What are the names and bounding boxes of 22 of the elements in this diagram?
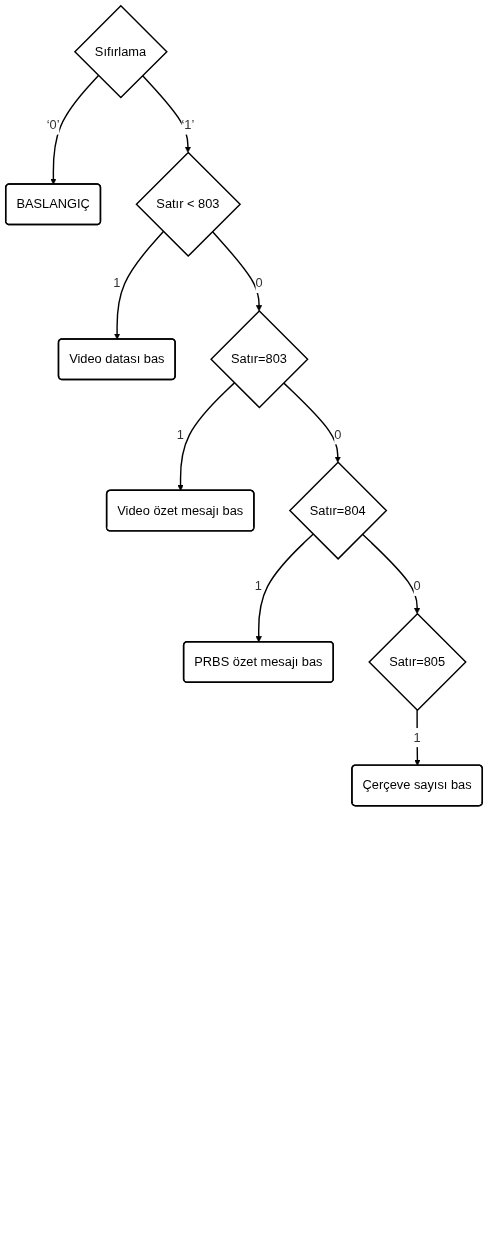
arrow <box>361 533 421 614</box>
edge-label: 1 <box>413 730 421 745</box>
node-diamond: Satır < 803 <box>135 151 242 258</box>
arrow <box>255 533 314 643</box>
arrow <box>114 230 165 340</box>
edge-label: 1 <box>113 276 121 291</box>
node-diamond: Satır=805 <box>368 612 467 712</box>
arrow <box>50 74 100 185</box>
edge-label: 0 <box>334 427 342 442</box>
arrow <box>177 382 236 491</box>
node-diamond: Satır=804 <box>288 461 388 560</box>
node-diamond: Sıfırlama <box>73 4 168 99</box>
edge-label: 1 <box>254 578 262 594</box>
node-diamond: Satır=803 <box>210 309 309 409</box>
edge-label: 0 <box>413 578 421 594</box>
edge-label: ‘0’ <box>46 117 60 132</box>
arrow <box>282 382 341 463</box>
edge-label: 0 <box>255 276 263 291</box>
edge-label: 1 <box>176 427 184 442</box>
arrow <box>141 74 192 153</box>
arrow <box>211 230 263 312</box>
edge-label: ‘1’ <box>181 117 195 132</box>
